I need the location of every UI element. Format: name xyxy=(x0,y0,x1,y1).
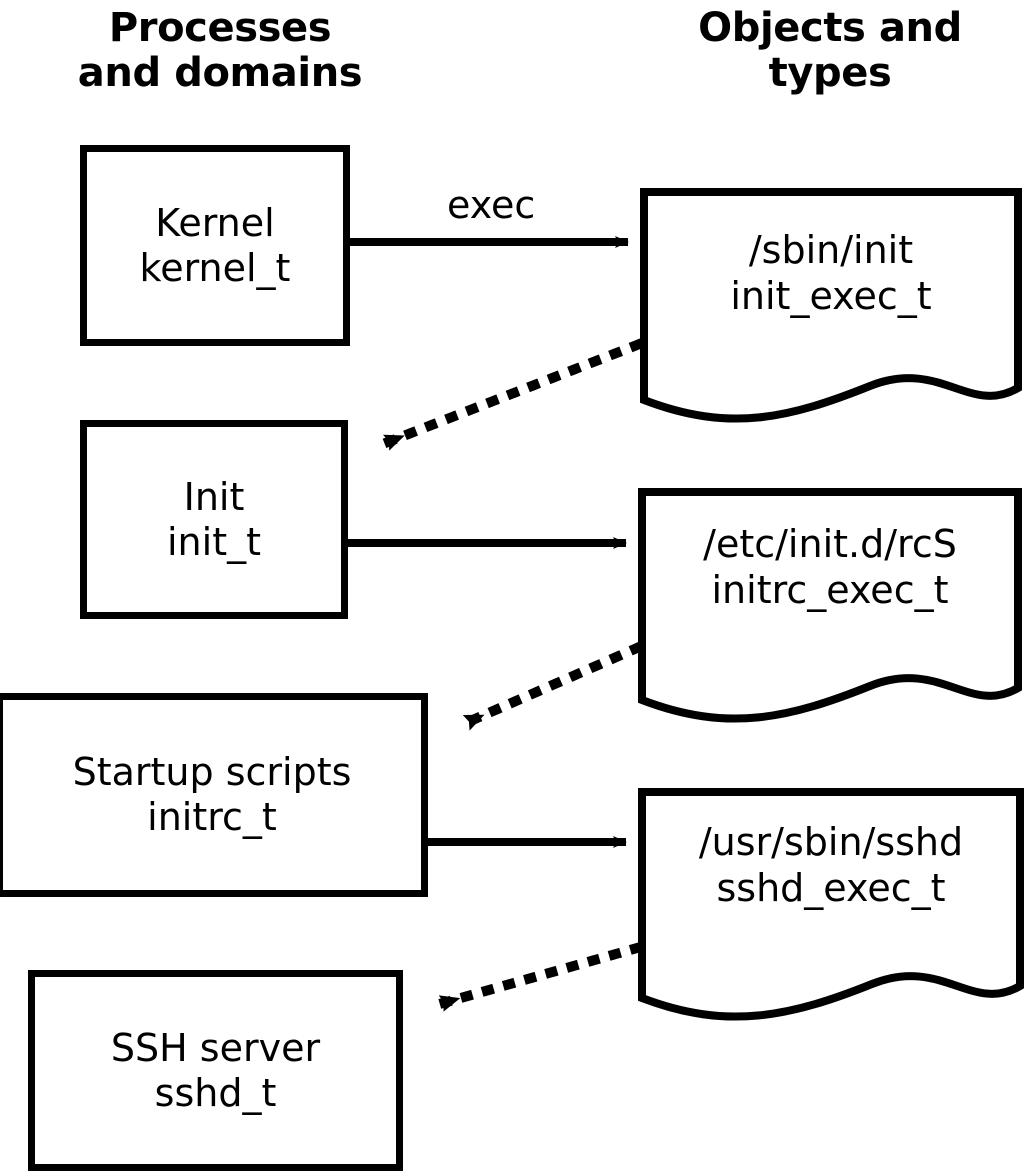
process-node-kernel[interactable]: Kernel kernel_t xyxy=(80,145,350,346)
edge-sshd-exec-to-sshd xyxy=(436,941,644,1012)
object-node-init-exec[interactable]: /sbin/init init_exec_t xyxy=(640,188,1022,433)
process-node-ssh-server-type: sshd_t xyxy=(154,1070,277,1115)
document-shape-icon xyxy=(638,488,1022,723)
process-node-ssh-server[interactable]: SSH server sshd_t xyxy=(28,970,403,1171)
document-shape-icon xyxy=(638,788,1024,1021)
edge-initrc-exec-to-initrc xyxy=(461,641,644,731)
process-node-init-name: Init xyxy=(183,474,245,519)
edge-init-exec-to-init xyxy=(381,338,644,451)
process-node-kernel-type: kernel_t xyxy=(139,245,291,290)
document-shape-icon xyxy=(640,188,1022,423)
edge-label-exec: exec xyxy=(447,183,536,227)
process-node-init-type: init_t xyxy=(167,519,261,564)
process-node-startup-scripts-type: initrc_t xyxy=(147,795,277,839)
object-node-initrc-exec[interactable]: /etc/init.d/rcS initrc_exec_t xyxy=(638,488,1022,733)
process-node-init[interactable]: Init init_t xyxy=(80,420,348,619)
process-node-startup-scripts[interactable]: Startup scripts initrc_t xyxy=(0,693,428,897)
process-node-ssh-server-name: SSH server xyxy=(110,1025,321,1070)
process-node-kernel-name: Kernel xyxy=(155,200,275,245)
process-node-startup-scripts-name: Startup scripts xyxy=(72,750,352,795)
column-header-objects-and-types: Objects and types xyxy=(698,5,962,96)
object-node-sshd-exec[interactable]: /usr/sbin/sshd sshd_exec_t xyxy=(638,788,1024,1031)
column-header-processes-and-domains: Processes and domains xyxy=(77,5,363,96)
